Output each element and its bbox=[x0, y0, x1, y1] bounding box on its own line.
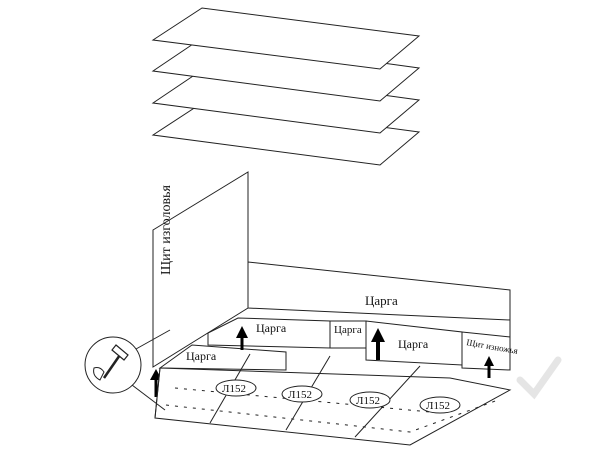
rail-top-label: Царга bbox=[365, 293, 398, 308]
rail-front-left-label: Царга bbox=[186, 349, 217, 363]
board-4 bbox=[151, 102, 421, 166]
slat-edge-left bbox=[154, 367, 161, 419]
rail-mid-left-label: Царга bbox=[256, 321, 287, 335]
watermark-check-icon bbox=[516, 356, 562, 400]
arrow-up-right bbox=[484, 356, 494, 378]
slat-tag-text: Л152 bbox=[356, 395, 380, 407]
rail-small-label: Царга bbox=[334, 324, 362, 336]
slat-tag: Л152 bbox=[281, 385, 323, 403]
board-3 bbox=[151, 69, 421, 134]
back-rail-face bbox=[247, 261, 511, 321]
headboard-face bbox=[152, 171, 249, 368]
hammer-icon bbox=[93, 344, 129, 381]
headboard-label: Щит изголовья bbox=[159, 185, 174, 275]
slat-tag: Л152 bbox=[349, 391, 391, 409]
headboard-panel: Щит изголовья bbox=[152, 171, 249, 368]
rail-front-left bbox=[158, 344, 287, 371]
slat-tags: Л152 Л152 Л152 Л152 bbox=[215, 379, 461, 414]
stacked-boards bbox=[151, 7, 421, 166]
slat-tag: Л152 bbox=[419, 396, 461, 414]
slat-tag-text: Л152 bbox=[426, 400, 450, 412]
arrow-up-center bbox=[371, 328, 385, 360]
board-1 bbox=[151, 7, 421, 70]
hammer-leader-1 bbox=[135, 329, 171, 350]
hammer-detail bbox=[84, 329, 171, 411]
slat-screw-row bbox=[165, 399, 499, 433]
slat-tag: Л152 bbox=[215, 379, 257, 397]
inner-rails: Царга Царга Царга Щит изножья Царга bbox=[158, 317, 519, 371]
arrow-up-left bbox=[236, 326, 248, 350]
footboard-panel bbox=[461, 331, 511, 371]
slat-tag-text: Л152 bbox=[222, 383, 246, 395]
hammer-leader-2 bbox=[131, 384, 166, 411]
slat-tag-text: Л152 bbox=[288, 389, 312, 401]
board-2 bbox=[151, 37, 421, 102]
rail-mid-right-label: Царга bbox=[398, 337, 429, 351]
